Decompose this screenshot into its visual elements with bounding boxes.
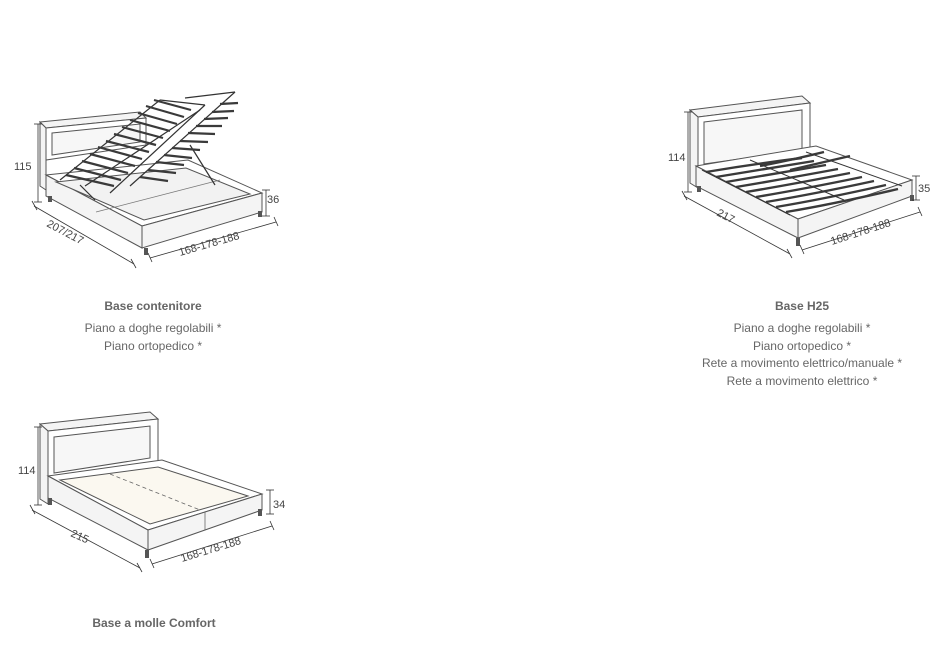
bed-title: Base a molle Comfort — [92, 616, 216, 630]
bed-caption-base-contenitore: Base contenitore Piano a doghe regolabil… — [53, 298, 253, 355]
dim-base-height-label: 36 — [267, 194, 279, 206]
dim-height-label: 115 — [14, 161, 32, 173]
dim-length-label: 215 — [69, 528, 91, 546]
dim-base-height-label: 35 — [918, 183, 930, 195]
dim-width-label: 168-178-188 — [179, 535, 242, 565]
dim-base-height-label: 34 — [273, 499, 285, 511]
bed-title: Base contenitore — [104, 299, 202, 313]
dim-height-label: 114 — [18, 465, 36, 477]
dim-length-label: 207/217 — [45, 218, 86, 247]
bed-caption-base-h25: Base H25 Piano a doghe regolabili * Pian… — [672, 298, 932, 390]
bed-option: Piano a doghe regolabili * — [84, 321, 222, 335]
bed-drawing-base-a-molle-comfort: 114 34 215 168-178-188 — [18, 411, 285, 573]
bed-option: Rete a movimento elettrico/manuale * — [701, 356, 903, 370]
bed-title: Base H25 — [774, 299, 830, 313]
dim-height-label: 114 — [668, 152, 686, 164]
dim-length-label: 217 — [715, 207, 737, 226]
bed-option: Piano a doghe regolabili * — [733, 321, 871, 335]
bed-option: Piano ortopedico * — [752, 338, 852, 353]
bed-caption-base-a-molle-comfort: Base a molle Comfort — [54, 615, 254, 637]
bed-option: Piano ortopedico * — [103, 338, 203, 353]
bed-option: Rete a movimento elettrico * — [726, 373, 878, 388]
bed-drawing-base-h25: 114 35 217 168-178-188 — [668, 95, 930, 259]
bed-drawing-base-contenitore: 115 36 207/217 168-178-188 — [14, 91, 279, 269]
